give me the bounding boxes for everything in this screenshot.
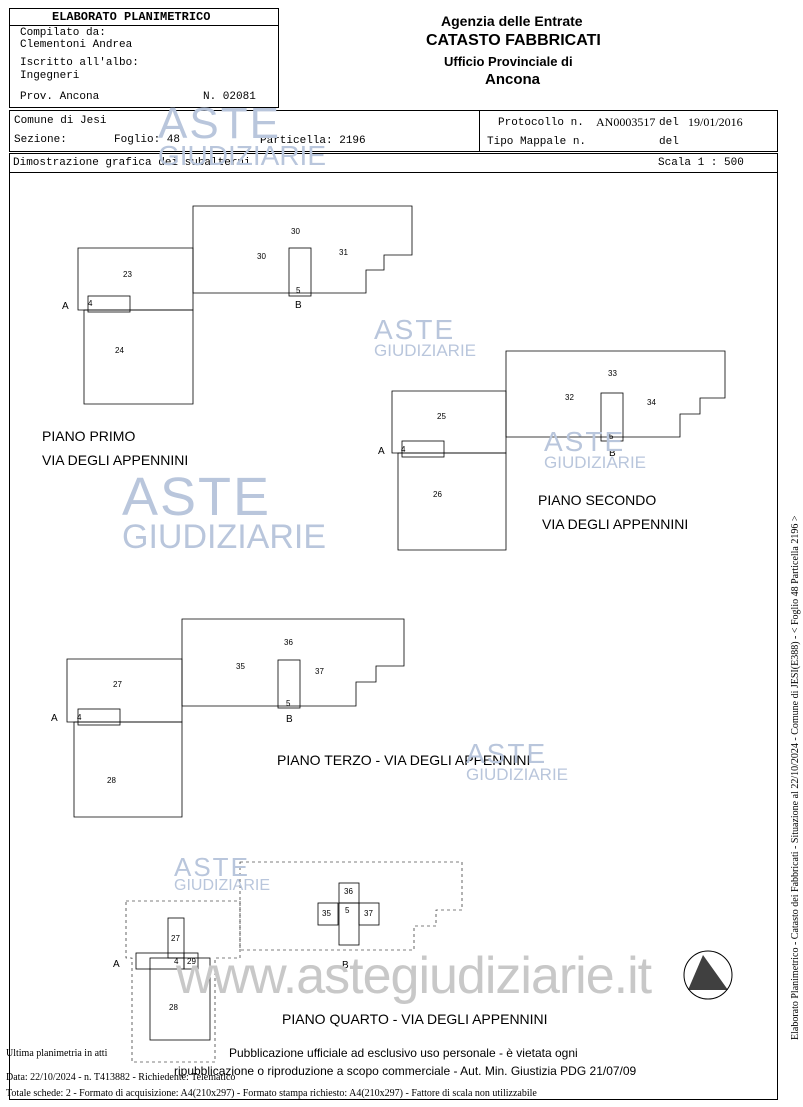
ultima-planimetria: Ultima planimetria in atti — [6, 1048, 108, 1059]
footer-data: Data: 22/10/2024 - n. T413882 - Richiede… — [6, 1072, 236, 1083]
sub-label: 36 — [344, 887, 353, 896]
footer-totale: Totale schede: 2 - Formato di acquisizio… — [6, 1088, 537, 1099]
sub-label: 5 — [345, 906, 350, 915]
sub-label: 34 — [647, 398, 656, 407]
sub-label: 35 — [236, 662, 245, 671]
plan-primo-sub-24 — [83, 309, 194, 405]
watermark-logo: ASTE GIUDIZIARIE — [544, 426, 647, 472]
floor-label-primo: PIANO PRIMO — [42, 428, 136, 444]
foglio-label: Foglio: 48 — [114, 134, 181, 146]
form-title: ELABORATO PLANIMETRICO — [52, 10, 211, 24]
entrance-a-label: A — [62, 301, 69, 312]
sub-label: 4 — [174, 957, 179, 966]
publication-notice-2: ripubblicazione o riproduzione a scopo c… — [174, 1064, 637, 1078]
sub-label: 33 — [608, 369, 617, 378]
sub-label: 37 — [315, 667, 324, 676]
floor-label-secondo: PIANO SECONDO — [538, 492, 657, 508]
sub-label: 23 — [123, 270, 132, 279]
ufficio-label: Ufficio Provinciale di — [444, 54, 573, 69]
sub-label: 35 — [322, 909, 331, 918]
plan-terzo-sub-28 — [73, 721, 183, 818]
agency-name: Agenzia delle Entrate — [441, 13, 583, 29]
sub-label: 26 — [433, 490, 442, 499]
watermark-logo: ASTE GIUDIZIARIE — [122, 467, 327, 556]
publication-notice-1: Pubblicazione ufficiale ad esclusivo uso… — [229, 1046, 578, 1060]
prov-label: Prov. Ancona — [20, 91, 100, 103]
plan-primo-sub-23 — [77, 247, 194, 311]
del-value-1: 19/01/2016 — [688, 115, 743, 129]
watermark-logo: ASTE GIUDIZIARIE — [174, 852, 271, 894]
sub-label: 27 — [171, 934, 180, 943]
entrance-a-label: A — [113, 959, 120, 970]
ufficio-city: Ancona — [485, 71, 541, 88]
floor-label-primo-street: VIA DEGLI APPENNINI — [42, 452, 189, 468]
entrance-b-label: B — [286, 714, 293, 725]
plan-secondo-sub-26 — [397, 452, 507, 551]
sub-label: 28 — [107, 776, 116, 785]
watermark-logo: ASTE GIUDIZIARIE — [374, 314, 477, 360]
plan-primo-sub-30-31 — [192, 205, 413, 294]
comune-label: Comune di Jesi — [14, 115, 107, 127]
sub-label: 4 — [401, 445, 406, 454]
sub-label: 5 — [286, 699, 291, 708]
entrance-a-label: A — [378, 446, 385, 457]
sub-label: 32 — [565, 393, 574, 402]
sub-label: 25 — [437, 412, 446, 421]
tipo-mappale-label: Tipo Mappale n. — [487, 136, 587, 148]
right-vertical-caption: Elaborato Planimetrico - Catasto dei Fab… — [790, 515, 801, 1040]
plan-terzo-sub-27 — [66, 658, 183, 723]
header-title-divider — [9, 25, 278, 26]
sub-label: 30 — [257, 252, 266, 261]
sezione-label: Sezione: — [14, 134, 67, 146]
entrance-b-label: B — [609, 448, 616, 459]
entrance-b-label: B — [342, 960, 349, 971]
scala-label: Scala 1 : 500 — [658, 157, 744, 169]
register-label: Iscritto all'albo: — [20, 57, 139, 69]
plan-secondo-sub-32-33-34 — [505, 350, 726, 438]
sub-label: 29 — [187, 957, 196, 966]
entrance-a-label: A — [51, 713, 58, 724]
floor-label-quarto: PIANO QUARTO - VIA DEGLI APPENNINI — [282, 1011, 548, 1027]
sub-label: 24 — [115, 346, 124, 355]
watermark-logo: ASTE GIUDIZIARIE — [466, 738, 569, 784]
sub-label: 37 — [364, 909, 373, 918]
info-box — [9, 110, 778, 152]
header-left-box — [9, 8, 279, 108]
dimostrazione-label: Dimostrazione grafica dei subalterni — [13, 157, 251, 169]
protocollo-label: Protocollo n. — [498, 117, 584, 129]
sub-label: 27 — [113, 680, 122, 689]
sub-label: 4 — [88, 299, 93, 308]
watermark-site: www.astegiudiziarie.it — [176, 947, 652, 1005]
register-value: Ingegneri — [20, 70, 80, 82]
sub-label: 31 — [339, 248, 348, 257]
floor-label-secondo-street: VIA DEGLI APPENNINI — [542, 516, 689, 532]
del-label-1: del — [659, 117, 679, 129]
drawing-header-divider — [9, 172, 777, 173]
plan-secondo-sub-25 — [391, 390, 507, 454]
drawing-frame — [9, 153, 778, 1100]
protocollo-value: AN0003517 — [596, 115, 656, 129]
sub-label: 5 — [296, 286, 301, 295]
info-divider — [479, 110, 480, 151]
del-label-2: del — [659, 136, 679, 148]
sub-label: 36 — [284, 638, 293, 647]
sub-label: 28 — [169, 1003, 178, 1012]
sub-label: 4 — [77, 713, 82, 722]
entrance-b-label: B — [295, 300, 302, 311]
sub-label: 5 — [609, 432, 614, 441]
particella-label: Particella: 2196 — [260, 135, 366, 147]
plan-terzo-sub-35-36-37 — [181, 618, 405, 707]
floor-label-terzo: PIANO TERZO - VIA DEGLI APPENNINI — [277, 752, 531, 768]
compiled-name: Clementoni Andrea — [20, 39, 133, 51]
compiled-label: Compilato da: — [20, 27, 106, 39]
register-number: N. 02081 — [203, 91, 256, 103]
catasto-title: CATASTO FABBRICATI — [426, 32, 601, 49]
sub-label: 30 — [291, 227, 300, 236]
watermark-logo: ASTE GIUDIZIARIE — [158, 99, 327, 171]
